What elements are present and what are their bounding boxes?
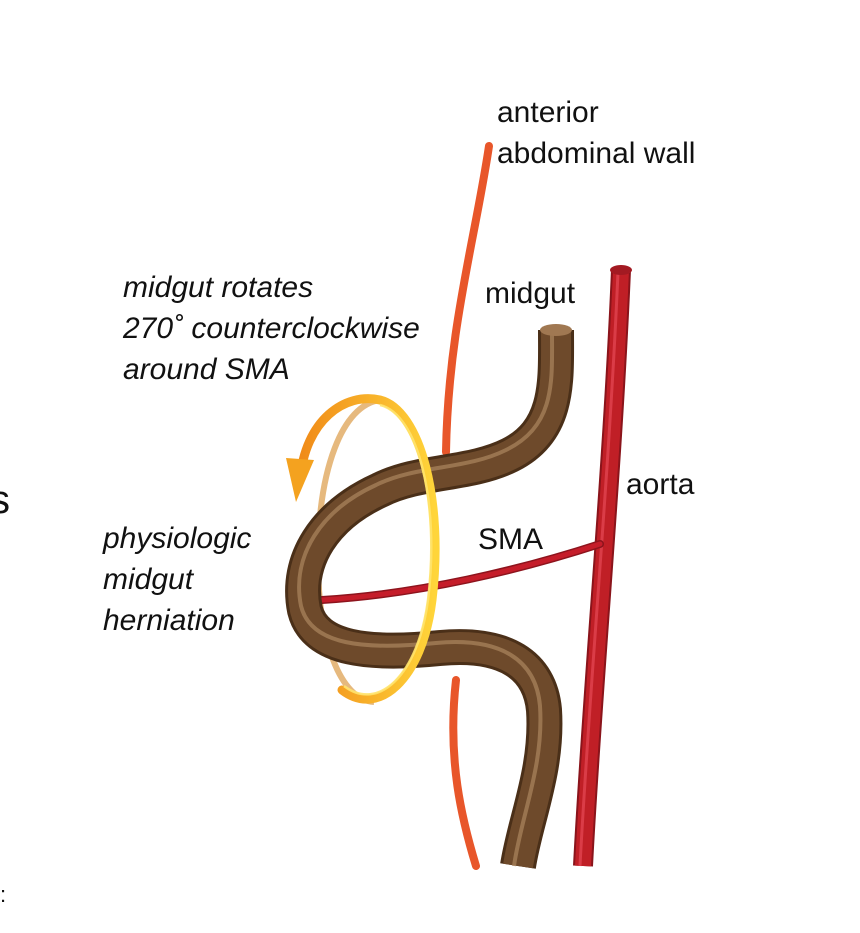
rotation-note: midgut rotates 270˚ counterclockwise aro… — [123, 267, 420, 390]
aorta-body — [575, 269, 629, 867]
label-line: physiologic — [103, 522, 252, 555]
label-line: anterior — [497, 96, 599, 129]
cropped-edge-mark: : — [0, 882, 7, 907]
label-line: midgut — [103, 563, 194, 596]
label-line: around SMA — [123, 353, 290, 386]
label-line: abdominal wall — [497, 137, 696, 170]
rotation-arrow-highlight — [343, 403, 433, 696]
label-line: midgut rotates — [123, 271, 314, 304]
rotation-arrow — [295, 394, 440, 704]
sma-label: SMA — [478, 523, 544, 556]
anterior-abdominal-wall-label: anterior abdominal wall — [497, 92, 695, 174]
midgut-end-cap — [540, 324, 572, 336]
midgut-highlight — [297, 331, 555, 867]
label-line: 270˚ counterclockwise — [123, 312, 420, 345]
label-line: herniation — [103, 604, 235, 637]
arrow-head-icon — [286, 458, 314, 502]
aorta-top-cap — [610, 265, 632, 275]
cropped-edge-letter: s — [0, 478, 10, 522]
abdominal-wall-upper — [442, 142, 493, 456]
aorta-highlight — [578, 271, 620, 867]
herniation-note: physiologic midgut herniation — [103, 518, 251, 641]
aorta-label: aorta — [626, 468, 695, 501]
midgut-body — [288, 329, 572, 869]
sma-artery-body — [319, 541, 603, 603]
sma-artery — [318, 540, 604, 604]
midgut-label: midgut — [485, 277, 576, 310]
abdominal-wall-lower — [449, 676, 480, 870]
